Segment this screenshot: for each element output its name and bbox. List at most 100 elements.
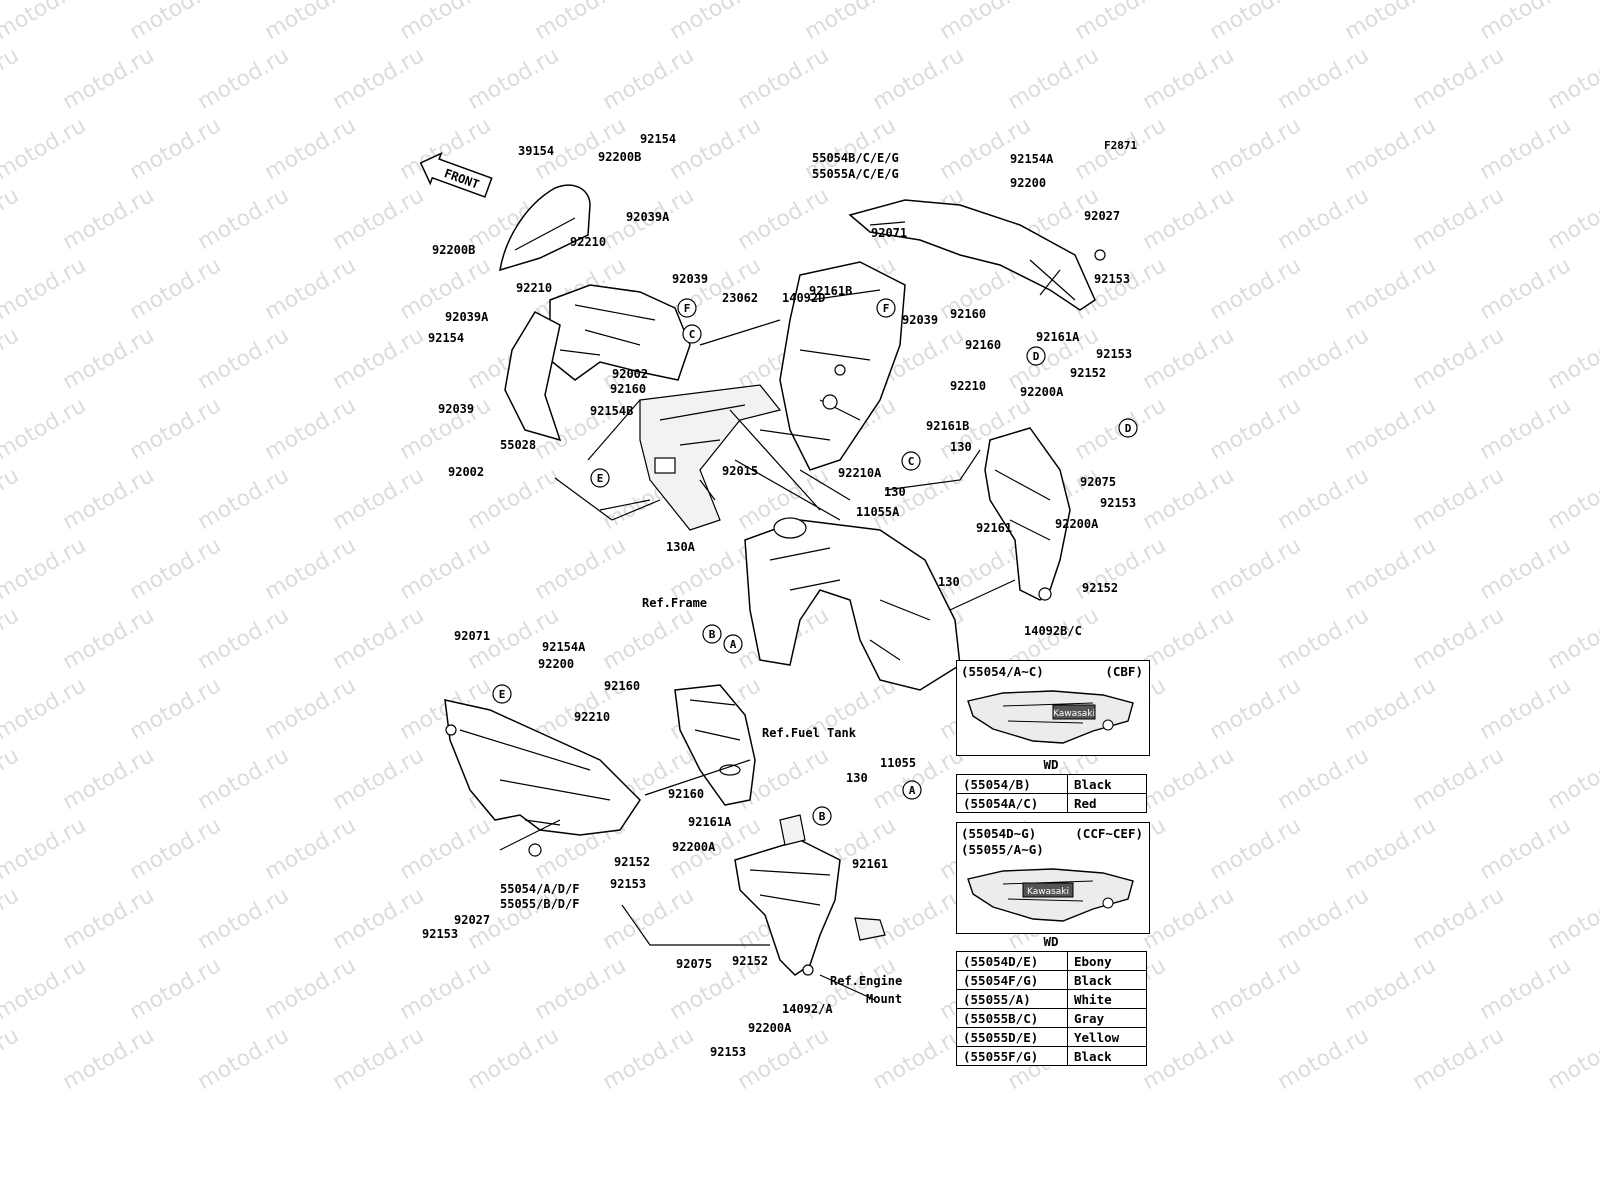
callout-marker: F <box>677 298 697 318</box>
variant-code-cell: (55054A/C) <box>956 793 1068 813</box>
callout-marker: A <box>902 780 922 800</box>
part-number-label: 92075 <box>676 957 712 971</box>
part-number-label: 92161A <box>688 815 732 829</box>
part-number-label: 92154B <box>590 404 633 418</box>
table-row: (55055D/E) Yellow <box>956 1027 1147 1047</box>
callout-letter: D <box>1033 350 1040 363</box>
variant-code-cell: (55054/B) <box>956 774 1068 794</box>
table-row: (55055B/C) Gray <box>956 1008 1147 1028</box>
upper-cowl-right-part <box>848 199 1096 311</box>
front-arrow-icon: FRONT <box>419 151 493 198</box>
part-number-label: 130 <box>846 771 868 785</box>
variant-code-cell: (55054F/G) <box>956 970 1068 990</box>
variant-color-cell: Ebony <box>1067 951 1147 971</box>
callout-letter: F <box>684 302 691 315</box>
part-number-label: Mount <box>866 992 902 1006</box>
part-number-label: 92160 <box>668 787 704 801</box>
part-number-label: 92153 <box>1100 496 1136 510</box>
windshield-part <box>499 184 591 272</box>
variant-box-2-header-line1-right: (CCF~CEF) <box>1075 826 1143 841</box>
part-number-label: 92200 <box>538 657 574 671</box>
part-number-label: 92161 <box>852 857 888 871</box>
variant-code-cell: (55054D/E) <box>956 951 1068 971</box>
part-number-label: 11055 <box>880 756 916 770</box>
variant-box-2-wd-label: WD <box>1043 934 1059 949</box>
part-number-label: 11055A <box>856 505 900 519</box>
engine-mount-bracket-part <box>854 917 886 941</box>
callout-marker: E <box>492 684 512 704</box>
callout-marker: C <box>682 324 702 344</box>
part-number-label: 39154 <box>518 144 554 158</box>
part-number-label: 92210 <box>950 379 986 393</box>
part-number-label: 92210A <box>838 466 882 480</box>
part-number-label: 92152 <box>1070 366 1106 380</box>
variant-box-2: (55054D~G) (CCF~CEF) (55055/A~G) Kawasak… <box>956 822 1150 934</box>
part-number-label: 92153 <box>1096 347 1132 361</box>
fairing-decal-ccf-illustration: Kawasaki <box>967 868 1134 922</box>
part-number-label: 92027 <box>1084 209 1120 223</box>
part-number-label: 92161B <box>809 284 852 298</box>
part-number-label: 23062 <box>722 291 758 305</box>
table-row: (55054F/G) Black <box>956 970 1147 990</box>
variant-box-2-header-line1-left: (55054D~G) <box>961 826 1037 841</box>
part-number-label: 92210 <box>570 235 606 249</box>
part-number-label: 14092D <box>782 291 825 305</box>
part-number-label: 92039 <box>438 402 474 416</box>
callout-marker: C <box>901 451 921 471</box>
part-number-label: 92027 <box>454 913 490 927</box>
part-number-label: 92039A <box>626 210 670 224</box>
variant-box-2-header-line2: (55055/A~G) <box>961 842 1044 857</box>
callout-marker: F <box>876 298 896 318</box>
part-number-label: 92200B <box>598 150 641 164</box>
callout-marker: E <box>590 468 610 488</box>
part-number-label: Ref.Engine <box>830 974 902 988</box>
part-number-label: 92161B <box>926 419 969 433</box>
variant-color-cell: Black <box>1067 774 1147 794</box>
callout-marker: B <box>702 624 722 644</box>
variant-color-table-1: (55054/B) Black (55054A/C) Red <box>956 774 1147 813</box>
part-number-label: 130 <box>938 575 960 589</box>
part-number-label: 92153 <box>710 1045 746 1059</box>
decal-text-cbf: Kawasaki <box>1053 709 1095 719</box>
variant-box-1-header-left: (55054/A~C) <box>961 664 1044 679</box>
part-number-label: 92200A <box>748 1021 792 1035</box>
part-number-label: 55054B/C/E/G <box>812 151 899 165</box>
part-number-label: 55054/A/D/F <box>500 882 579 896</box>
part-number-label: 92152 <box>1082 581 1118 595</box>
part-number-label: 92002 <box>448 465 484 479</box>
part-number-label: 92160 <box>604 679 640 693</box>
variant-code-cell: (55055F/G) <box>956 1046 1068 1066</box>
part-number-label: 92200A <box>1020 385 1064 399</box>
part-number-label: 92152 <box>614 855 650 869</box>
part-number-label: 92160 <box>965 338 1001 352</box>
variant-color-table-2: (55054D/E) Ebony (55054F/G) Black (55055… <box>956 951 1147 1066</box>
part-number-label: 92161A <box>1036 330 1080 344</box>
variant-code-cell: (55055/A) <box>956 989 1068 1009</box>
part-number-label: 92160 <box>610 382 646 396</box>
part-number-label: 92071 <box>871 226 907 240</box>
part-number-label: 92075 <box>1080 475 1116 489</box>
part-number-label: 130 <box>950 440 972 454</box>
diagram-code: F2871 <box>1104 139 1138 152</box>
part-number-label: 130 <box>884 485 906 499</box>
frame-stay-part <box>729 409 851 521</box>
part-number-label: 92210 <box>516 281 552 295</box>
callout-letter: F <box>883 302 890 315</box>
variant-color-cell: Red <box>1067 793 1147 813</box>
callout-letter: E <box>597 472 604 485</box>
inner-cowl-left-part <box>549 284 691 381</box>
callout-letter: E <box>499 688 506 701</box>
part-number-label: 92152 <box>732 954 768 968</box>
part-number-label: 92071 <box>454 629 490 643</box>
table-row: (55055F/G) Black <box>956 1046 1147 1066</box>
fairing-decal-cbf-illustration: Kawasaki <box>967 690 1134 744</box>
callout-letter: C <box>689 328 696 341</box>
inner-panel-lower-left-part <box>674 684 756 806</box>
callout-letter: B <box>819 810 826 823</box>
callout-marker: A <box>723 634 743 654</box>
part-number-label: 92153 <box>1094 272 1130 286</box>
side-cowl-left-part <box>444 699 641 836</box>
part-number-label: 92153 <box>422 927 458 941</box>
